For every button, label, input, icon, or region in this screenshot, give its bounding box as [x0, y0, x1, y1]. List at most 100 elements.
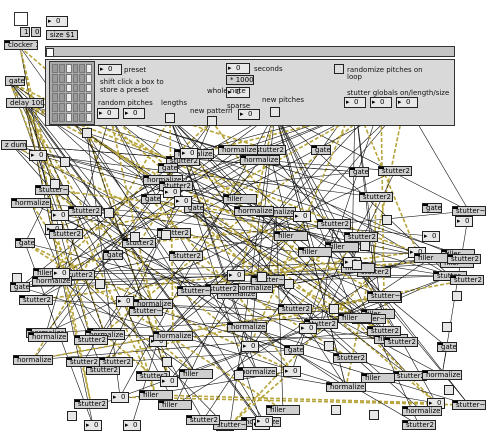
filler-object[interactable]: filler	[266, 405, 300, 415]
bang-1[interactable]	[82, 128, 92, 138]
gate-object[interactable]: gate	[5, 76, 25, 86]
gate-object[interactable]: gate	[141, 194, 161, 204]
normalize-object[interactable]: normalize~	[240, 155, 280, 165]
bang-button[interactable]	[50, 179, 60, 189]
bang-button[interactable]	[331, 405, 341, 415]
stutter-object[interactable]: stutter2	[278, 304, 312, 314]
number-box[interactable]: 0	[422, 231, 440, 242]
number-box[interactable]: 0	[241, 341, 259, 352]
stutter_alt-object[interactable]: stutter~	[129, 306, 163, 316]
stutter-object[interactable]: stutter2	[68, 206, 102, 216]
normalize-object[interactable]: normalize~	[153, 331, 193, 341]
stutter-object[interactable]: stutter2	[333, 353, 367, 363]
number-box[interactable]: 0	[174, 196, 192, 207]
number-box[interactable]: 0	[52, 268, 70, 279]
number-box[interactable]: 0	[163, 187, 181, 198]
times-1000-object[interactable]: * 1000	[226, 75, 254, 85]
number-box[interactable]: 0	[283, 366, 301, 377]
gate-object[interactable]: gate	[311, 145, 331, 155]
panel-number-5[interactable]: 0	[370, 97, 392, 108]
normalize-object[interactable]: normalize~	[13, 355, 53, 365]
clocker-object[interactable]: clocker 1	[4, 40, 38, 50]
bang-button[interactable]	[369, 410, 379, 420]
stutter_alt-object[interactable]: stutter~	[177, 286, 211, 296]
bang-button[interactable]	[104, 208, 114, 218]
number-box[interactable]: 0	[111, 392, 129, 403]
filler-object[interactable]: filler	[338, 313, 372, 323]
new-pattern-bang[interactable]	[207, 116, 217, 126]
stutter-object[interactable]: stutter2	[402, 420, 436, 430]
filler-object[interactable]: filler	[414, 253, 448, 263]
bang-button[interactable]	[161, 230, 171, 240]
size-message[interactable]: size $1	[46, 30, 78, 40]
number-box[interactable]: 0	[160, 376, 178, 387]
filler-object[interactable]: filler	[274, 231, 308, 241]
gate-object[interactable]: gate	[284, 345, 304, 355]
stutter-object[interactable]: stutter2	[19, 295, 53, 305]
stutter-object[interactable]: stutter2	[367, 326, 401, 336]
normalize-object[interactable]: normalize~	[28, 332, 68, 342]
number-box[interactable]: 0	[180, 148, 198, 159]
stutter_alt-object[interactable]: stutter~	[367, 291, 401, 301]
delay-object[interactable]: delay 100	[6, 98, 44, 108]
preset-grid[interactable]	[49, 61, 95, 125]
new-pitches-bang[interactable]	[270, 107, 280, 117]
stutter-object[interactable]: stutter2	[378, 166, 412, 176]
filler-object[interactable]: filler	[223, 194, 257, 204]
normalize-object[interactable]: normalize~	[218, 145, 258, 155]
bang-button[interactable]	[67, 411, 77, 421]
bang-button[interactable]	[382, 215, 392, 225]
panel-number-3[interactable]: 0	[238, 109, 260, 120]
randomize-toggle[interactable]	[334, 64, 344, 74]
number-box[interactable]: 0	[255, 416, 273, 427]
panel-number-6[interactable]: 0	[396, 97, 418, 108]
filler-object[interactable]: filler	[139, 390, 173, 400]
preset-number[interactable]: 0	[98, 64, 122, 75]
bang-button[interactable]	[234, 370, 244, 380]
lengths-bang[interactable]	[165, 113, 175, 123]
panel-number-2[interactable]: 0	[123, 108, 145, 119]
number-box[interactable]: 0	[455, 216, 473, 227]
stutter-object[interactable]: stutter2	[359, 192, 393, 202]
panel-number-4[interactable]: 0	[344, 97, 366, 108]
stutter-object[interactable]: stutter2	[169, 251, 203, 261]
bang-button[interactable]	[444, 385, 454, 395]
stutter-object[interactable]: stutter2	[49, 229, 83, 239]
dumb-object[interactable]: z dumb	[1, 140, 27, 150]
slider-knob[interactable]	[46, 48, 54, 57]
gate-object[interactable]: gate	[349, 167, 369, 177]
toggle-value-b[interactable]: 0	[31, 27, 41, 37]
bang-button[interactable]	[329, 304, 339, 314]
stutter-object[interactable]: stutter2	[66, 357, 100, 367]
number-box[interactable]: 0	[51, 210, 69, 221]
stutter-object[interactable]: stutter2	[384, 337, 418, 347]
normalize-object[interactable]: normalize~	[326, 382, 366, 392]
gate-object[interactable]: gate	[158, 163, 178, 173]
filler-object[interactable]: filler	[179, 369, 213, 379]
gate-object[interactable]: gate	[422, 203, 442, 213]
number-box[interactable]: 0	[299, 323, 317, 334]
bang-button[interactable]	[452, 291, 462, 301]
horizontal-slider[interactable]	[45, 46, 455, 57]
number-box[interactable]: 0	[29, 150, 47, 161]
stutter-object[interactable]: stutter2	[186, 415, 220, 425]
normalize-object[interactable]: normalize~	[234, 206, 274, 216]
gate-object[interactable]: gate	[103, 250, 123, 260]
bang-button[interactable]	[12, 273, 22, 283]
normalize-object[interactable]: normalize~	[11, 198, 51, 208]
stutter-object[interactable]: stutter2	[157, 228, 191, 238]
number-box[interactable]: 0	[84, 420, 102, 431]
whole-note-number[interactable]: 0	[226, 87, 250, 98]
bang-button[interactable]	[60, 157, 70, 167]
filler-object[interactable]: filler	[361, 373, 395, 383]
bang-button[interactable]	[130, 232, 140, 242]
gate-object[interactable]: gate	[15, 238, 35, 248]
bang-button[interactable]	[95, 279, 105, 289]
number-box[interactable]: 0	[116, 296, 134, 307]
bang-button[interactable]	[284, 279, 294, 289]
stutter-object[interactable]: stutter2	[74, 335, 108, 345]
bang-button[interactable]	[324, 341, 334, 351]
seconds-number[interactable]: 0	[226, 63, 250, 74]
stutter-object[interactable]: stutter2	[447, 254, 481, 264]
top-number-box[interactable]: 0	[46, 16, 68, 27]
